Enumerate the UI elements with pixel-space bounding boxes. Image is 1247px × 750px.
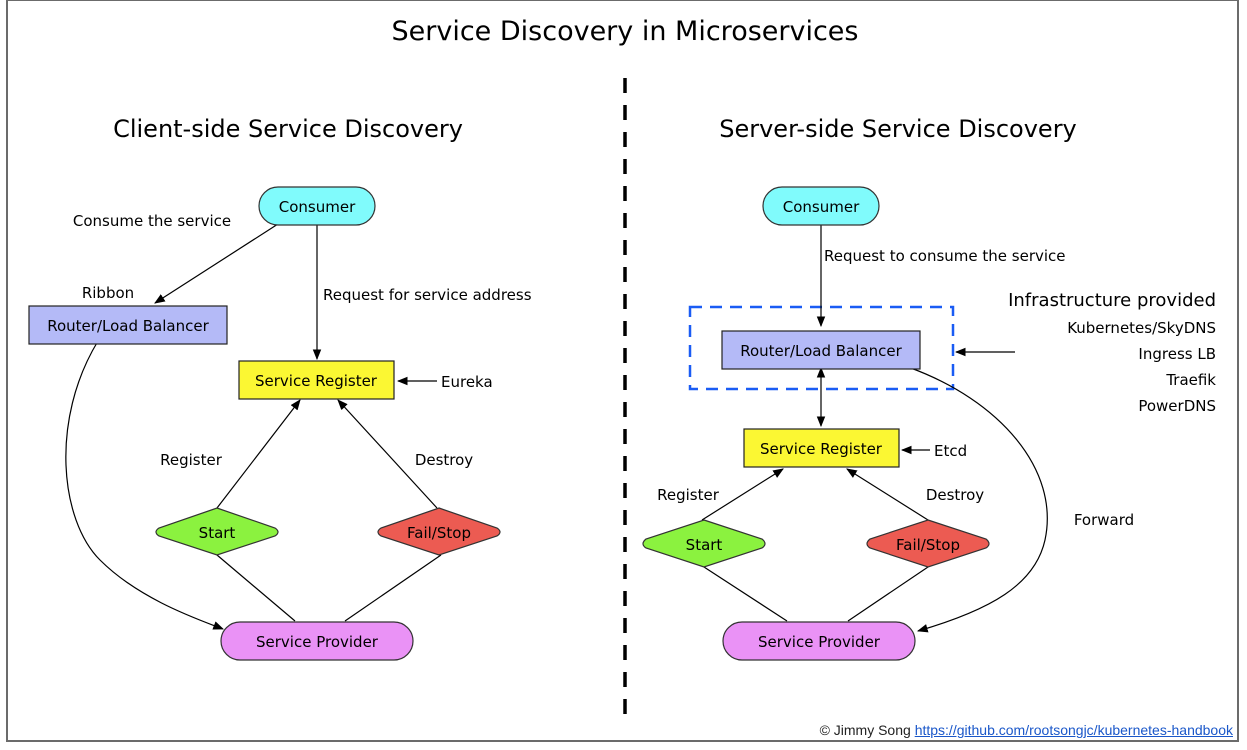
edge-consumer-to-router — [154, 223, 279, 304]
label-request-address: Request for service address — [323, 286, 532, 304]
node-consumer: Consumer — [258, 186, 376, 226]
svg-text:Consumer: Consumer — [783, 198, 860, 216]
svg-text:Consumer: Consumer — [279, 198, 356, 216]
diagram-frame — [6, 0, 1239, 742]
node-consumer: Consumer — [762, 186, 880, 226]
node-fail-stop: Fail/Stop — [377, 507, 501, 556]
node-service-provider: Service Provider — [722, 621, 916, 661]
edge-fail-to-provider — [344, 554, 442, 622]
label-etcd: Etcd — [934, 442, 967, 460]
svg-text:Router/Load Balancer: Router/Load Balancer — [47, 317, 209, 335]
node-service-register: Service Register — [238, 360, 395, 400]
svg-text:Start: Start — [686, 536, 723, 554]
infrastructure-item: Ingress LB — [1138, 345, 1216, 363]
label-destroy: Destroy — [926, 486, 984, 504]
handbook-link[interactable]: https://github.com/rootsongjc/kubernetes… — [914, 722, 1233, 738]
label-consume-service: Consume the service — [73, 212, 231, 230]
node-router-load-balancer: Router/Load Balancer — [721, 330, 921, 370]
edge-start-to-provider — [703, 566, 788, 622]
node-service-register: Service Register — [743, 428, 900, 468]
edge-fail-to-register — [337, 399, 438, 509]
node-router-load-balancer: Router/Load Balancer — [28, 305, 228, 345]
node-start: Start — [642, 519, 766, 568]
infrastructure-item: Kubernetes/SkyDNS — [1067, 319, 1216, 337]
svg-text:Service Register: Service Register — [255, 372, 378, 390]
svg-text:Service Provider: Service Provider — [758, 633, 881, 651]
diagram-title: Service Discovery in Microservices — [392, 16, 859, 47]
label-ribbon: Ribbon — [82, 284, 134, 302]
footer-credit: © Jimmy Song https://github.com/rootsong… — [820, 722, 1233, 738]
infrastructure-item: Traefik — [1165, 371, 1216, 389]
node-fail-stop: Fail/Stop — [866, 519, 990, 568]
svg-text:Fail/Stop: Fail/Stop — [896, 536, 960, 554]
edge-fail-to-register — [846, 468, 929, 521]
infrastructure-list: Infrastructure provided Kubernetes/SkyDN… — [1008, 290, 1216, 415]
node-start: Start — [155, 507, 279, 556]
edge-start-to-register — [216, 399, 301, 509]
edge-fail-to-provider — [847, 566, 929, 622]
client-side-section: Client-side Service Discovery Consume th… — [28, 115, 532, 661]
edge-start-to-provider — [216, 554, 296, 622]
label-register: Register — [160, 451, 223, 469]
edge-router-to-provider — [65, 340, 225, 630]
server-side-section: Server-side Service Discovery Request to… — [642, 115, 1216, 661]
label-request-consume: Request to consume the service — [824, 247, 1066, 265]
edge-start-to-register — [701, 468, 784, 521]
label-forward: Forward — [1074, 511, 1134, 529]
infrastructure-heading: Infrastructure provided — [1008, 290, 1216, 311]
svg-text:Service Provider: Service Provider — [256, 633, 379, 651]
svg-text:Service Register: Service Register — [760, 440, 883, 458]
edge-router-forward-to-provider — [907, 366, 1048, 633]
svg-text:Start: Start — [199, 524, 236, 542]
node-service-provider: Service Provider — [220, 621, 414, 661]
infrastructure-item: PowerDNS — [1138, 397, 1216, 415]
label-register: Register — [657, 486, 720, 504]
label-destroy: Destroy — [415, 451, 473, 469]
svg-text:Router/Load Balancer: Router/Load Balancer — [740, 342, 902, 360]
svg-text:Fail/Stop: Fail/Stop — [407, 524, 471, 542]
author-credit: © Jimmy Song — [819, 722, 911, 738]
label-eureka: Eureka — [441, 373, 493, 391]
server-side-heading: Server-side Service Discovery — [719, 115, 1077, 143]
client-side-heading: Client-side Service Discovery — [113, 115, 463, 143]
